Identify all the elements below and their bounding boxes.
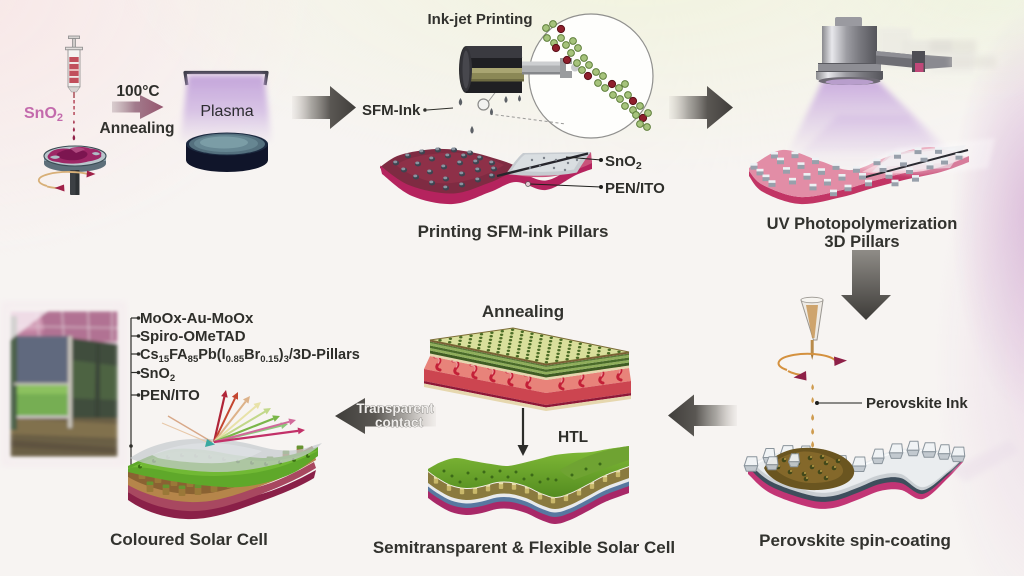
svg-text:Printing SFM-ink Pillars: Printing SFM-ink Pillars — [418, 222, 609, 241]
svg-text:Cs15FA85Pb(I0.85Br0.15)3/3D-Pi: Cs15FA85Pb(I0.85Br0.15)3/3D-Pillars — [140, 347, 360, 365]
svg-text:PEN/ITO: PEN/ITO — [140, 387, 200, 404]
svg-text:Transparent: Transparent — [356, 401, 434, 416]
svg-text:Annealing: Annealing — [482, 302, 564, 321]
svg-text:contact: contact — [375, 415, 424, 430]
svg-text:SnO2: SnO2 — [140, 366, 175, 384]
svg-text:Ink-jet Printing: Ink-jet Printing — [428, 11, 533, 28]
svg-text:Semitransparent & Flexible Sol: Semitransparent & Flexible Solar Cell — [373, 538, 675, 557]
svg-text:SnO2: SnO2 — [24, 105, 63, 124]
svg-text:Spiro-OMeTAD: Spiro-OMeTAD — [140, 328, 246, 345]
svg-text:Annealing: Annealing — [100, 120, 175, 137]
svg-text:UV Photopolymerization: UV Photopolymerization — [767, 215, 958, 233]
svg-text:Coloured Solar Cell: Coloured Solar Cell — [110, 530, 268, 549]
svg-text:MoOx-Au-MoOx: MoOx-Au-MoOx — [140, 310, 254, 327]
svg-text:HTL: HTL — [558, 429, 588, 446]
svg-text:3D Pillars: 3D Pillars — [824, 233, 899, 251]
svg-text:SFM-Ink: SFM-Ink — [362, 102, 421, 119]
svg-text:PEN/ITO: PEN/ITO — [605, 180, 665, 197]
svg-text:SnO2: SnO2 — [605, 153, 642, 172]
svg-text:Perovskite Ink: Perovskite Ink — [866, 395, 968, 412]
svg-text:Perovskite spin-coating: Perovskite spin-coating — [759, 531, 951, 550]
svg-text:100°C: 100°C — [116, 83, 159, 100]
svg-text:Plasma: Plasma — [200, 103, 253, 120]
